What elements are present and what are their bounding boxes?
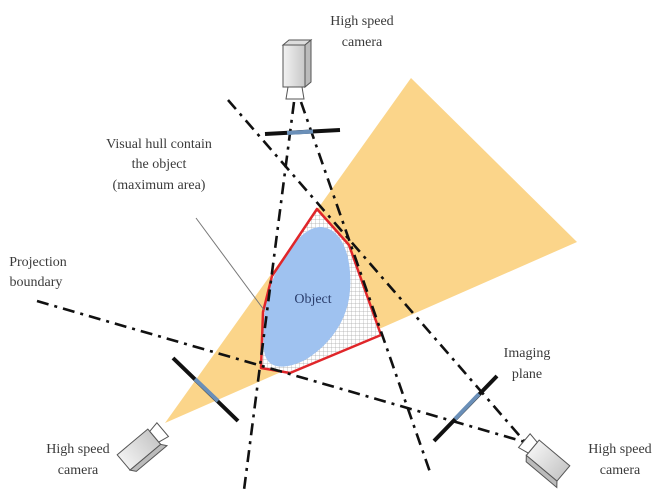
left-camera-label-line2: camera [58,463,99,478]
object-shape [263,226,351,367]
projection-line-1 [227,99,526,443]
right-camera-label-line1: High speed [588,442,651,457]
visual-hull-label-line1: Visual hull contain [106,137,212,152]
imaging-plane-label-line1: Imaging [504,346,551,361]
projection-boundary-label-line2: boundary [10,275,63,290]
camera-left-icon [116,421,170,472]
projection-line-4 [36,299,526,444]
imaging-plane-left [171,356,240,423]
projection-line-2 [242,101,296,491]
right-camera-label-line2: camera [600,463,641,478]
object-label: Object [294,292,331,307]
imaging-plane-top [264,128,341,136]
visual-hull-leader-line [195,217,265,311]
projection-line-3 [299,101,432,473]
visual-hull-label-line2: the object [132,157,187,172]
imaging-plane-label-line2: plane [512,367,542,382]
top-camera-label-line1: High speed [330,14,393,29]
projection-boundary-label-line1: Projection [9,255,67,270]
imaging-plane-right [432,374,499,443]
camera-right-icon [517,432,571,489]
camera-top-icon [281,38,313,100]
top-camera-label-line2: camera [342,35,383,50]
left-camera-label-line1: High speed [46,442,109,457]
visual-hull-label-line3: (maximum area) [113,178,206,193]
